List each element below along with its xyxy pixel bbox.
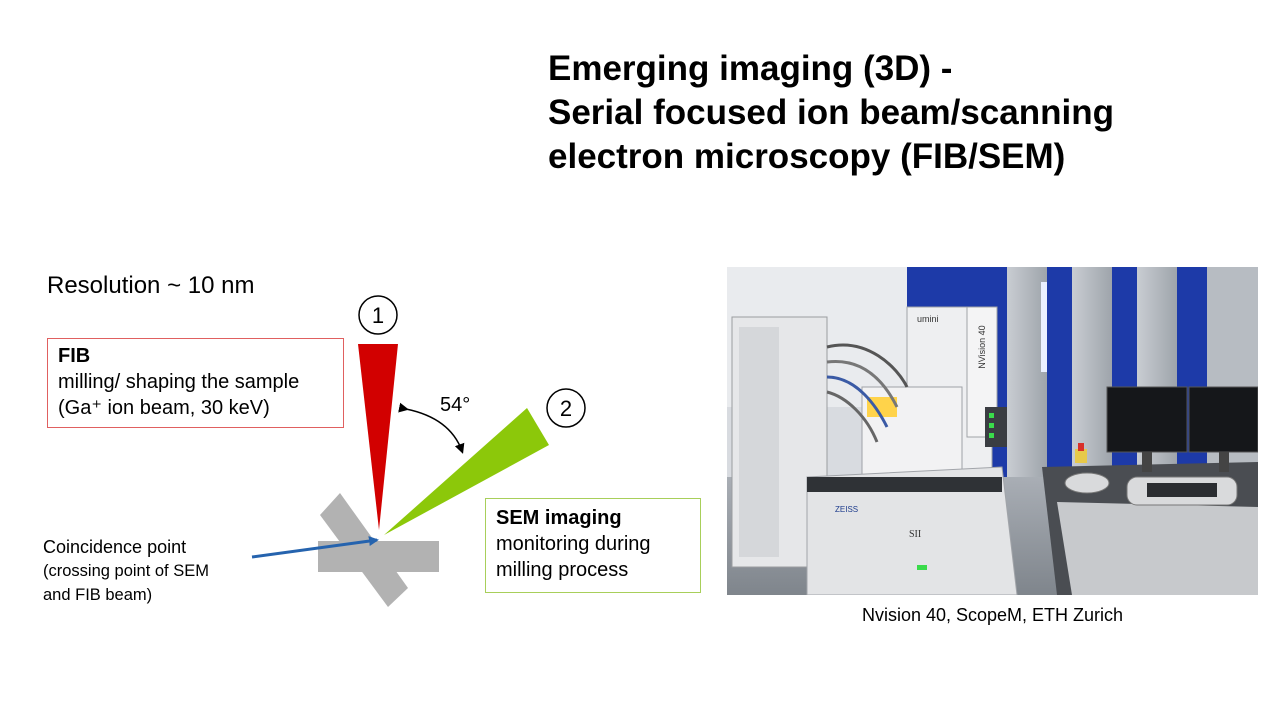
- fib-info-box: FIB milling/ shaping the sample (Ga⁺ ion…: [47, 338, 344, 428]
- slide-title: Emerging imaging (3D) - Serial focused i…: [548, 47, 1248, 179]
- photo-model-label: NVision 40: [977, 325, 987, 368]
- marker-1-label: 1: [372, 303, 384, 328]
- coincidence-arrow: [251, 536, 379, 559]
- angle-arc-arrow: [398, 402, 465, 454]
- sem-beam: [384, 408, 549, 535]
- coincidence-line-2: (crossing point of SEM: [43, 562, 209, 580]
- photo-brand-label: ZEISS: [835, 505, 858, 514]
- fib-line-2: (Ga⁺ ion beam, 30 keV): [58, 397, 270, 419]
- coincidence-line-1: Coincidence point: [43, 537, 187, 557]
- marker-1-circle: [358, 295, 398, 335]
- sem-heading: SEM imaging: [496, 507, 622, 529]
- photo-lumin-label: umini: [917, 314, 939, 324]
- fib-heading: FIB: [58, 345, 91, 367]
- instrument-illustration: NVision 40 umini ZEISS SII: [727, 267, 1258, 595]
- title-line-2: Serial focused ion beam/scanning: [548, 93, 1114, 132]
- sem-line-1: monitoring during: [496, 533, 651, 555]
- fib-line-1: milling/ shaping the sample: [58, 371, 300, 393]
- marker-2-label: 2: [560, 396, 572, 421]
- fib-beam: [358, 344, 398, 530]
- title-line-3: electron microscopy (FIB/SEM): [548, 137, 1066, 176]
- coincidence-label: Coincidence point (crossing point of SEM…: [43, 536, 209, 607]
- photo-caption: Nvision 40, ScopeM, ETH Zurich: [861, 605, 1124, 625]
- marker-2-circle: [546, 388, 586, 428]
- photo-plate-label: SII: [909, 529, 921, 540]
- angle-label: 54°: [440, 394, 470, 416]
- title-line-1: Emerging imaging (3D) -: [548, 49, 953, 88]
- sem-info-box: SEM imaging monitoring during milling pr…: [485, 498, 701, 593]
- resolution-label: Resolution ~ 10 nm: [47, 272, 255, 299]
- coincidence-line-3: and FIB beam): [43, 586, 153, 604]
- instrument-photo: NVision 40 umini ZEISS SII: [727, 267, 1258, 595]
- sem-line-2: milling process: [496, 559, 629, 581]
